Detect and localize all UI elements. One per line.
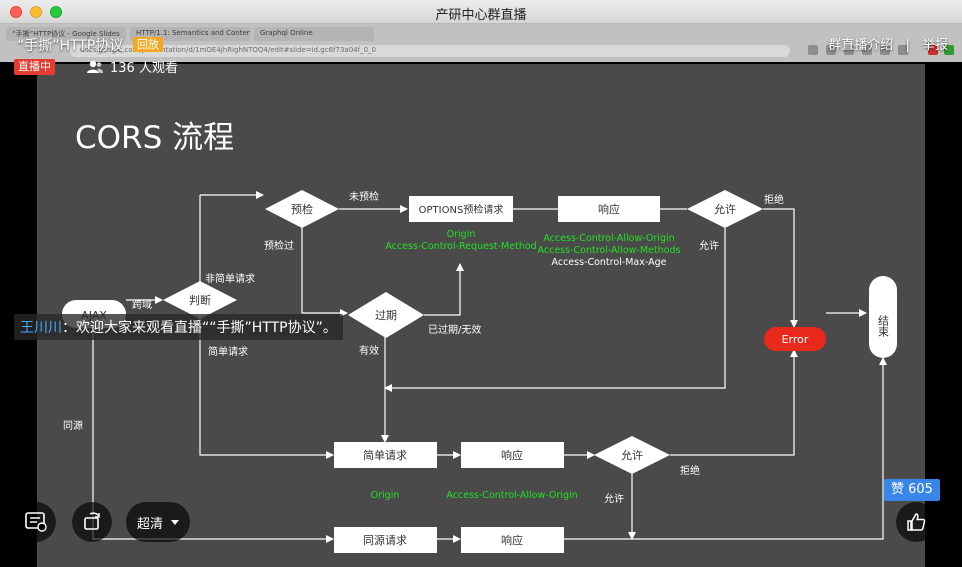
header-origin-2: Origin xyxy=(371,490,400,501)
header-acao-2: Access-Control-Allow-Origin xyxy=(446,490,577,501)
captured-extension-icon xyxy=(808,45,818,55)
label-reject-1: 拒绝 xyxy=(764,193,784,206)
allow-diamond-2 xyxy=(594,436,670,474)
header-acao-1: Access-Control-Allow-Origin xyxy=(543,233,674,244)
rotate-icon xyxy=(84,512,100,530)
captured-tab-3: Graphql Online xyxy=(254,27,374,41)
captured-extension-icon xyxy=(880,45,890,55)
header-annotations: Origin Access-Control-Request-Method Acc… xyxy=(371,229,681,501)
expire-diamond-label: 过期 xyxy=(375,309,397,322)
precheck-diamond xyxy=(265,190,339,228)
report-link[interactable]: 举报 xyxy=(921,38,948,53)
response-node-2 xyxy=(461,442,564,468)
simple-request-label: 简单请求 xyxy=(363,448,407,462)
chat-sender[interactable]: 王川川 xyxy=(20,320,62,336)
captured-extension-icon xyxy=(928,45,938,55)
edge-labels: 跨域 非简单请求 简单请求 未预检 预检过 已过期/无效 有效 同源 拒绝 允许… xyxy=(63,190,784,505)
viewers-icon xyxy=(87,60,103,73)
replay-tag: 回放 xyxy=(133,37,163,52)
rotate-screen-button[interactable] xyxy=(72,502,112,542)
same-origin-request-node xyxy=(334,527,437,553)
expire-diamond xyxy=(348,292,424,338)
slide-title: CORS 流程 xyxy=(75,120,234,156)
danmaku-toggle-button[interactable] xyxy=(16,502,56,542)
header-acrm: Access-Control-Request-Method xyxy=(385,241,536,252)
label-allow-2: 允许 xyxy=(604,492,624,505)
chevron-down-icon xyxy=(171,519,179,525)
live-stream-stage: “手撕”HTTP协议 - Google Slides HTTP/1.1: Sem… xyxy=(0,24,962,567)
same-origin-request-label: 同源请求 xyxy=(363,533,407,547)
label-simple: 简单请求 xyxy=(208,345,248,358)
response-node-1 xyxy=(558,196,660,222)
header-acma: Access-Control-Max-Age xyxy=(552,257,667,268)
chat-text: 欢迎大家来观看直播““手撕”HTTP协议”。 xyxy=(76,320,337,336)
captured-address-bar: docs.google.com/presentation/d/1mOE4jhRi… xyxy=(70,45,790,57)
response-node-3-label: 响应 xyxy=(501,533,523,547)
allow-diamond-2-label: 允许 xyxy=(621,448,643,462)
minimize-window-button[interactable] xyxy=(30,6,42,18)
label-prechecked: 预检过 xyxy=(264,239,294,252)
label-non-simple: 非简单请求 xyxy=(205,272,255,285)
top-right-links: 群直播介绍 | 举报 xyxy=(828,34,948,53)
label-allow-1: 允许 xyxy=(699,239,719,252)
window-titlebar: 产研中心群直播 xyxy=(0,0,962,24)
captured-extension-icon xyxy=(844,45,854,55)
like-count-badge: 赞 605 xyxy=(884,479,940,501)
judge-diamond xyxy=(163,281,237,319)
viewer-count: 136 人观看 xyxy=(86,57,178,76)
label-expired-invalid: 已过期/无效 xyxy=(428,323,481,336)
zoom-window-button[interactable] xyxy=(50,6,62,18)
captured-browser-chrome: “手撕”HTTP协议 - Google Slides HTTP/1.1: Sem… xyxy=(0,24,962,62)
allow-diamond-1 xyxy=(687,190,763,228)
close-window-button[interactable] xyxy=(10,6,22,18)
danmaku-icon xyxy=(25,512,47,532)
response-node-3 xyxy=(461,527,564,553)
chat-separator: ： xyxy=(62,320,76,336)
label-same-origin: 同源 xyxy=(63,419,83,432)
judge-diamond-label: 判断 xyxy=(189,293,211,307)
response-node-2-label: 响应 xyxy=(501,448,523,462)
captured-extension-icon xyxy=(898,45,908,55)
label-reject-2: 拒绝 xyxy=(680,464,700,477)
quality-label: 超清 xyxy=(136,516,163,532)
precheck-diamond-label: 预检 xyxy=(291,202,313,216)
end-node-label: 结束 xyxy=(877,315,890,338)
viewer-count-text: 136 人观看 xyxy=(110,61,178,76)
captured-extension-icon xyxy=(826,45,836,55)
error-node xyxy=(764,327,826,351)
link-divider: | xyxy=(905,38,910,53)
captured-tab-1: “手撕”HTTP协议 - Google Slides xyxy=(6,27,126,41)
live-badge: 直播中 xyxy=(14,59,55,75)
header-acam: Access-Control-Allow-Methods xyxy=(538,245,681,256)
stream-title: “手撕”HTTP协议 xyxy=(17,38,124,54)
label-not-prechecked: 未预检 xyxy=(349,190,379,203)
cors-flowchart: CORS 流程 xyxy=(62,120,897,553)
response-node-1-label: 响应 xyxy=(598,202,620,216)
error-node-label: Error xyxy=(782,333,809,346)
chat-message: 王川川：欢迎大家来观看直播““手撕”HTTP协议”。 xyxy=(14,314,343,340)
simple-request-node xyxy=(334,442,437,468)
options-request-label: OPTIONS预检请求 xyxy=(419,203,504,216)
end-node xyxy=(869,276,897,358)
group-live-intro-link[interactable]: 群直播介绍 xyxy=(828,38,894,53)
allow-diamond-1-label: 允许 xyxy=(714,202,736,216)
quality-selector[interactable]: 超清 xyxy=(126,502,190,542)
options-request-node xyxy=(409,196,513,222)
label-valid: 有效 xyxy=(359,344,379,357)
label-cross-origin: 跨域 xyxy=(132,298,152,311)
captured-extension-icon xyxy=(862,45,872,55)
thumbs-up-icon xyxy=(907,513,926,531)
header-origin-1: Origin xyxy=(447,229,476,240)
captured-extension-icon xyxy=(944,45,954,55)
window-title: 产研中心群直播 xyxy=(435,8,527,23)
like-button[interactable] xyxy=(896,502,936,542)
